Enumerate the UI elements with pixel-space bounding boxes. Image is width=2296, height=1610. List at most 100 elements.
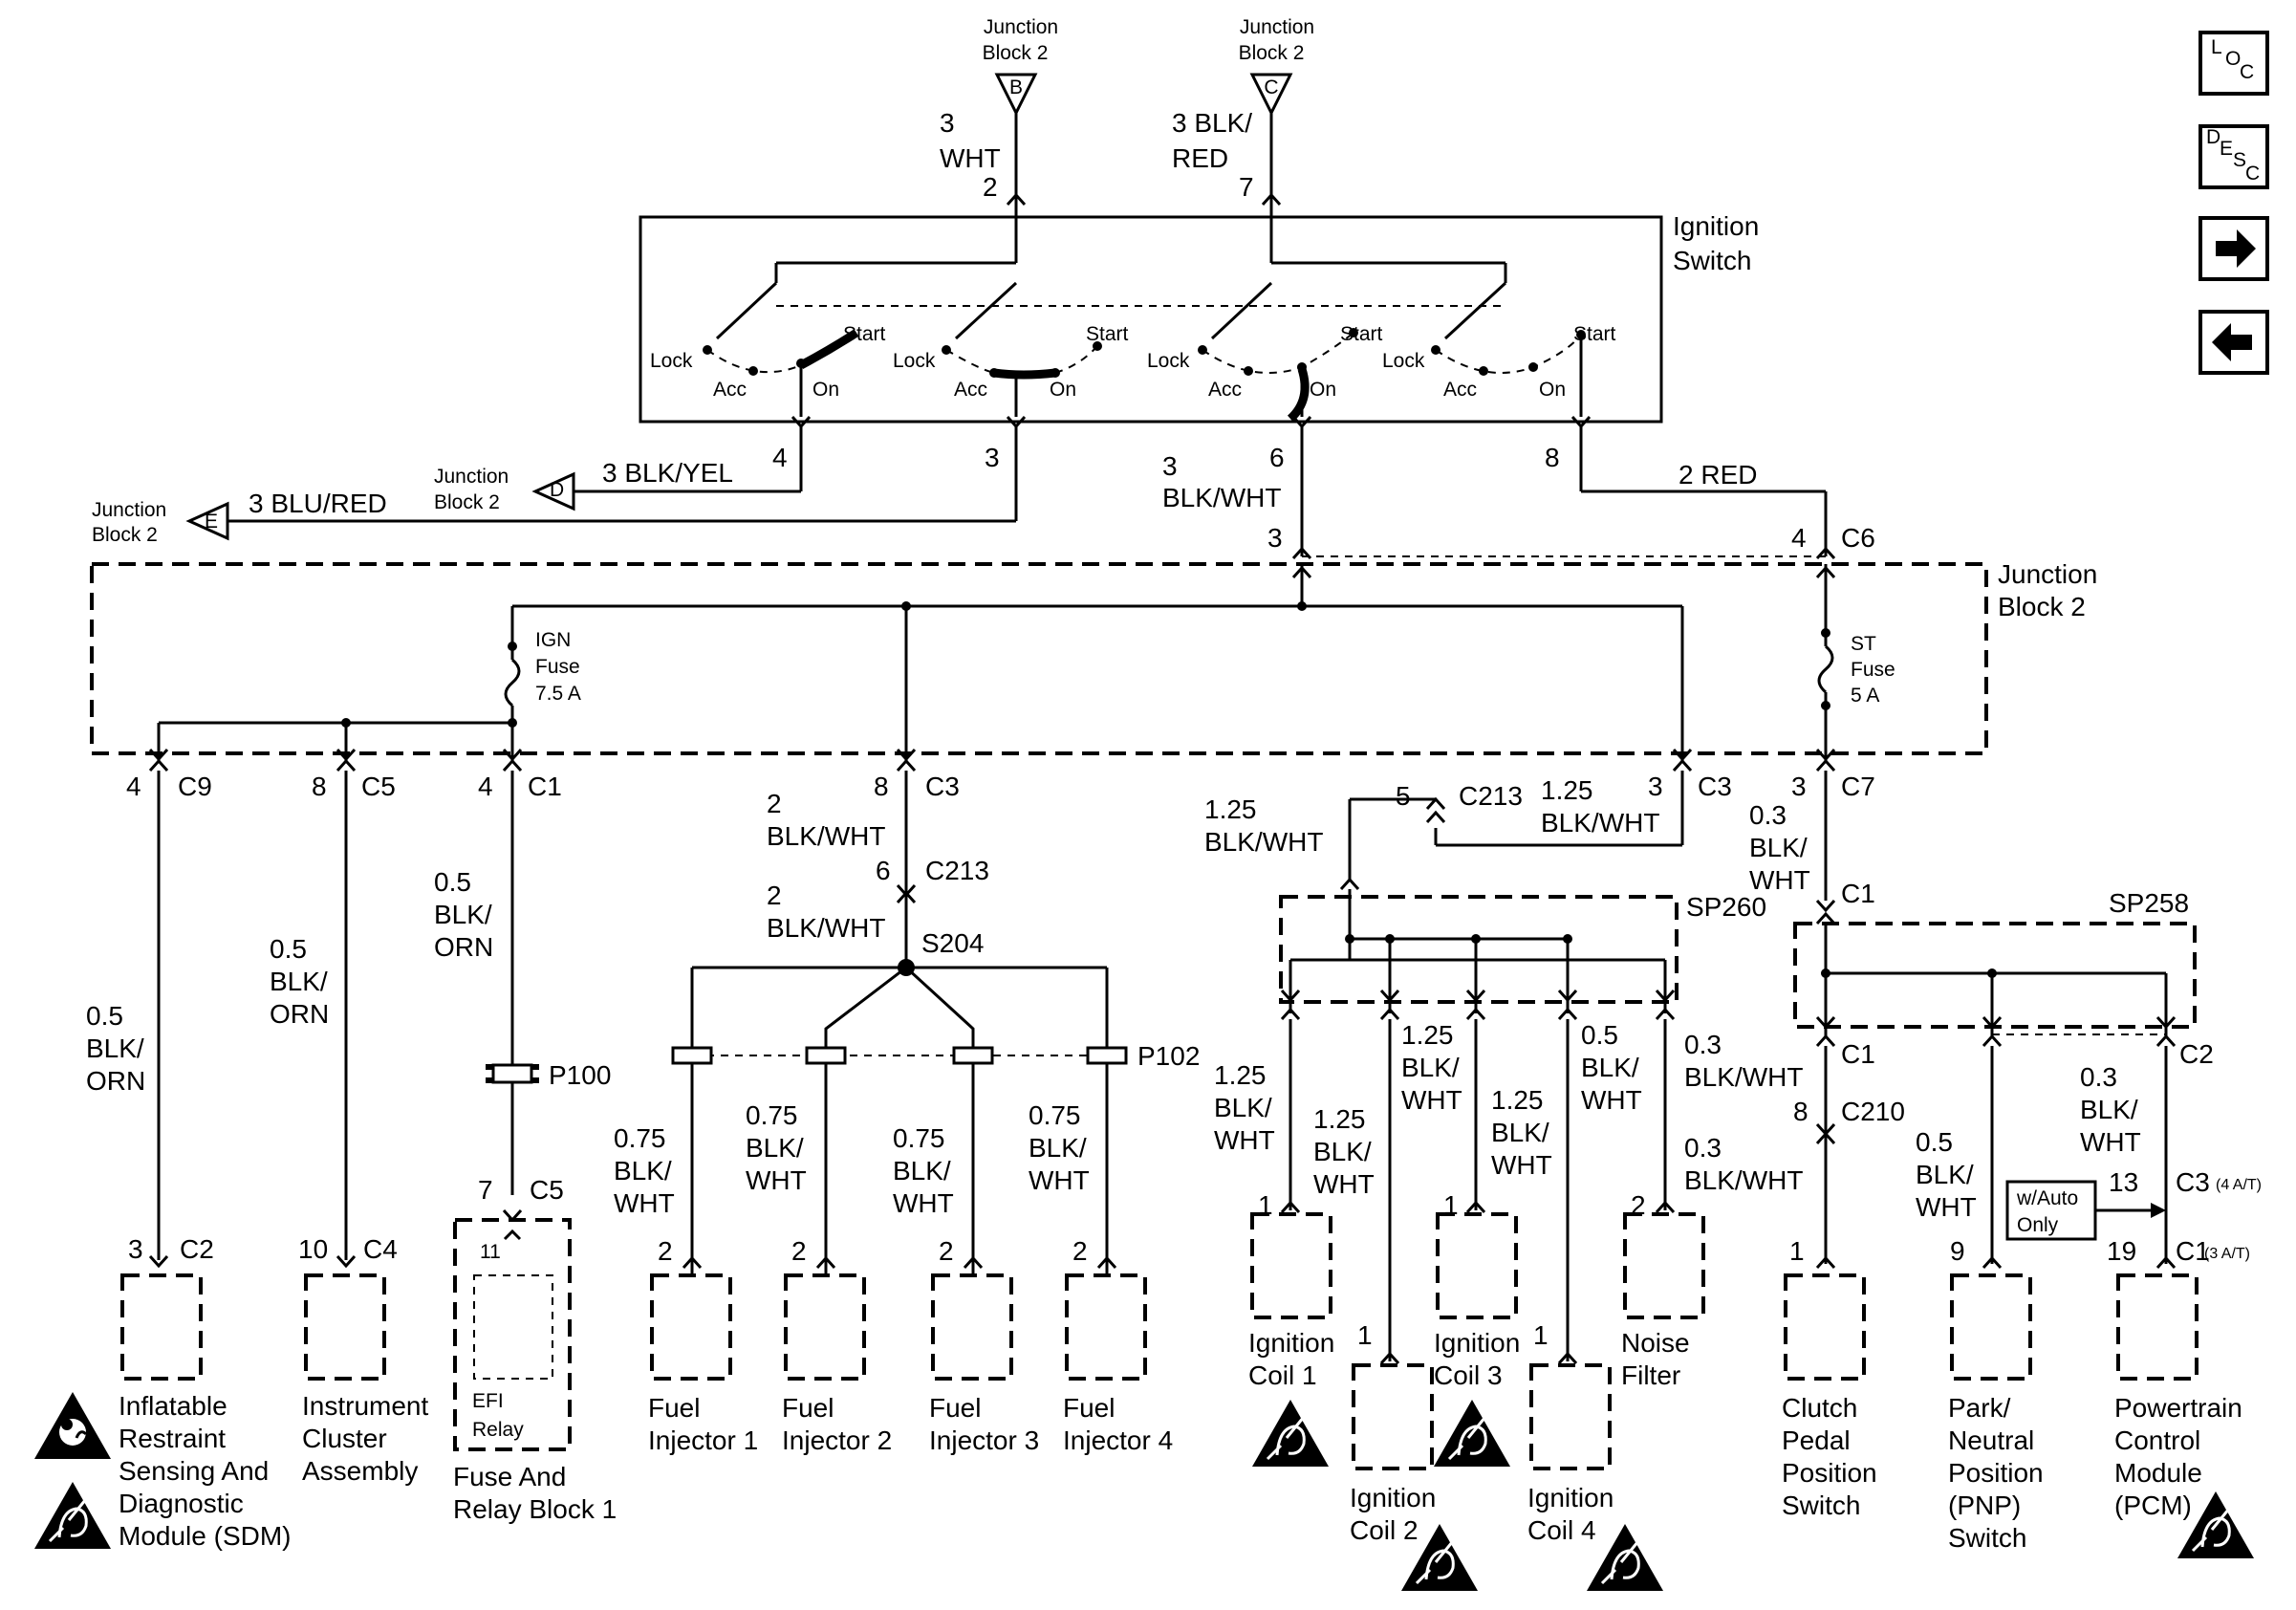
svg-text:1.25: 1.25 [1541, 775, 1593, 805]
junction-block-2-input-c: Junction Block 2 C 3 BLK/ RED 7 [1172, 16, 1314, 207]
noise-filter: 2 Noise Filter [1621, 1190, 1705, 1390]
svg-text:Block 2: Block 2 [1998, 592, 2086, 621]
esd-sensitive-icon [1250, 1398, 1331, 1469]
park-neutral-position-switch: 9 Park/ Neutral Position (PNP) Switch [1948, 1236, 2044, 1553]
svg-text:0.75: 0.75 [746, 1100, 798, 1130]
svg-text:Park/: Park/ [1948, 1393, 2011, 1423]
svg-text:5: 5 [1396, 781, 1411, 811]
svg-text:0.5: 0.5 [434, 867, 471, 897]
svg-text:Acc: Acc [713, 379, 747, 401]
svg-text:Control: Control [2114, 1425, 2200, 1455]
svg-text:Ignition: Ignition [1434, 1328, 1520, 1358]
svg-text:(3 A/T): (3 A/T) [2204, 1246, 2250, 1262]
svg-text:Assembly: Assembly [302, 1456, 418, 1486]
svg-text:Fuse And: Fuse And [453, 1462, 566, 1491]
svg-text:2 RED: 2 RED [1679, 460, 1757, 490]
svg-text:Lock: Lock [1147, 350, 1190, 372]
svg-text:Start: Start [1340, 323, 1383, 345]
svg-text:BLK/: BLK/ [86, 1033, 144, 1063]
svg-text:BLK/WHT: BLK/WHT [767, 913, 885, 943]
ignition-coil-circuit: 5 C213 1.25 BLK/WHT 1.25 BLK/WHT SP260 1… [1204, 771, 1766, 1593]
svg-text:3 BLK/YEL: 3 BLK/YEL [602, 458, 733, 488]
wire-3-blu-red: E Junction Block 2 3 BLU/RED [92, 426, 1018, 546]
svg-text:3 BLK/: 3 BLK/ [1172, 108, 1252, 138]
svg-text:Relay: Relay [472, 1419, 524, 1441]
svg-text:0.5: 0.5 [1581, 1020, 1618, 1050]
svg-text:C9: C9 [178, 772, 212, 801]
svg-text:1.25: 1.25 [1401, 1020, 1454, 1050]
svg-text:On: On [1310, 379, 1336, 401]
junction-block-2-input-b: Junction Block 2 B 3 WHT 2 [940, 16, 1058, 207]
svg-text:(4 A/T): (4 A/T) [2216, 1177, 2262, 1193]
svg-text:C: C [2245, 163, 2260, 185]
airbag-icon [32, 1390, 113, 1461]
svg-text:WHT: WHT [746, 1165, 807, 1195]
svg-text:C213: C213 [1459, 781, 1523, 811]
svg-text:7: 7 [1239, 172, 1254, 202]
svg-text:C7: C7 [1841, 772, 1875, 801]
svg-text:13: 13 [2109, 1167, 2138, 1197]
loc-button[interactable]: LOC [2199, 31, 2269, 96]
svg-text:WHT: WHT [1749, 865, 1810, 895]
svg-text:WHT: WHT [1916, 1192, 1977, 1222]
svg-text:BLK/: BLK/ [1749, 833, 1808, 862]
svg-text:0.3: 0.3 [1684, 1030, 1722, 1059]
svg-text:0.75: 0.75 [1029, 1100, 1081, 1130]
svg-text:2: 2 [791, 1236, 807, 1266]
svg-text:C5: C5 [530, 1175, 564, 1205]
left-arrow-icon [2212, 323, 2252, 361]
svg-text:3: 3 [1791, 772, 1807, 801]
svg-text:ORN: ORN [270, 999, 329, 1029]
svg-text:D: D [2206, 126, 2220, 148]
starter-circuit: 0.3 BLK/ WHT C1 SP258 C1 C2 0.3 BLK/WHT … [1684, 771, 2262, 1560]
svg-text:Start: Start [1573, 323, 1616, 345]
svg-text:BLK/: BLK/ [746, 1133, 804, 1163]
svg-text:Junction: Junction [434, 466, 509, 488]
ignition-coil-1: 1 Ignition Coil 1 [1248, 1190, 1334, 1469]
svg-text:Lock: Lock [893, 350, 936, 372]
fuse-relay-block-circuit: 0.5 BLK/ ORN P100 7 C5 11 EFI Relay Fuse… [434, 771, 617, 1524]
svg-text:Coil 2: Coil 2 [1350, 1515, 1419, 1545]
esd-sensitive-icon [32, 1480, 113, 1551]
svg-text:0.3: 0.3 [1749, 800, 1787, 830]
svg-text:Sensing And: Sensing And [119, 1456, 269, 1486]
svg-text:0.5: 0.5 [1916, 1127, 1953, 1157]
right-arrow-icon [2216, 229, 2256, 268]
svg-text:Junction: Junction [92, 499, 166, 521]
ignition-coil-4: 1 Ignition Coil 4 [1527, 1320, 1665, 1593]
svg-text:Instrument: Instrument [302, 1391, 428, 1421]
svg-text:1: 1 [1789, 1236, 1805, 1266]
svg-text:WHT: WHT [1581, 1085, 1642, 1115]
svg-text:Switch: Switch [1948, 1523, 2026, 1553]
ignition-switch: Ignition Switch Lock Acc On Start Lock A… [639, 203, 1759, 472]
ignition-coil-3: 1 Ignition Coil 3 [1432, 1190, 1520, 1469]
svg-text:9: 9 [1950, 1236, 1965, 1266]
svg-text:Diagnostic: Diagnostic [119, 1489, 244, 1518]
svg-text:WHT: WHT [1029, 1165, 1090, 1195]
svg-text:Clutch: Clutch [1782, 1393, 1857, 1423]
svg-text:BLK/: BLK/ [1491, 1118, 1549, 1147]
svg-text:Ignition: Ignition [1527, 1483, 1614, 1512]
svg-text:Junction: Junction [1240, 16, 1314, 38]
svg-text:WHT: WHT [1313, 1169, 1375, 1199]
svg-text:RED: RED [1172, 143, 1228, 173]
svg-text:2: 2 [767, 881, 782, 910]
svg-text:Position: Position [1948, 1458, 2044, 1488]
svg-text:C4: C4 [363, 1234, 398, 1264]
svg-text:Switch: Switch [1782, 1490, 1860, 1520]
svg-text:w/Auto: w/Auto [2016, 1187, 2078, 1209]
svg-text:7.5 A: 7.5 A [535, 683, 581, 705]
svg-text:C3: C3 [1698, 772, 1732, 801]
svg-text:C213: C213 [925, 856, 989, 885]
svg-text:C1: C1 [1841, 1039, 1875, 1069]
svg-text:C: C [2240, 61, 2254, 83]
svg-text:WHT: WHT [2080, 1127, 2141, 1157]
svg-text:C210: C210 [1841, 1097, 1905, 1126]
prev-page-button[interactable] [2199, 310, 2269, 375]
svg-text:C3: C3 [925, 772, 960, 801]
next-page-button[interactable] [2199, 216, 2269, 281]
svg-text:On: On [1539, 379, 1566, 401]
svg-text:Restraint: Restraint [119, 1424, 226, 1453]
svg-text:Injector 4: Injector 4 [1063, 1425, 1173, 1455]
